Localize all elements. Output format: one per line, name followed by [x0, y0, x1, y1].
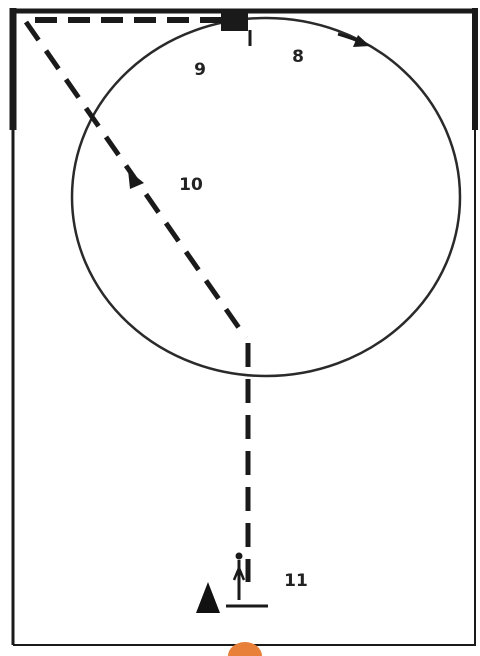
circle-run-arrow-icon	[353, 35, 370, 47]
label-point-8: 8	[292, 47, 304, 67]
label-point-11: 11	[284, 571, 308, 591]
start-marker-icon	[221, 13, 248, 31]
diagonal-arrow-icon	[128, 170, 144, 189]
label-point-9: 9	[194, 60, 206, 80]
label-point-10: 10	[179, 175, 203, 195]
ball-icon	[228, 642, 262, 656]
center-circle	[70, 16, 462, 378]
runner-icon	[226, 552, 268, 608]
cone-icon	[196, 582, 220, 613]
